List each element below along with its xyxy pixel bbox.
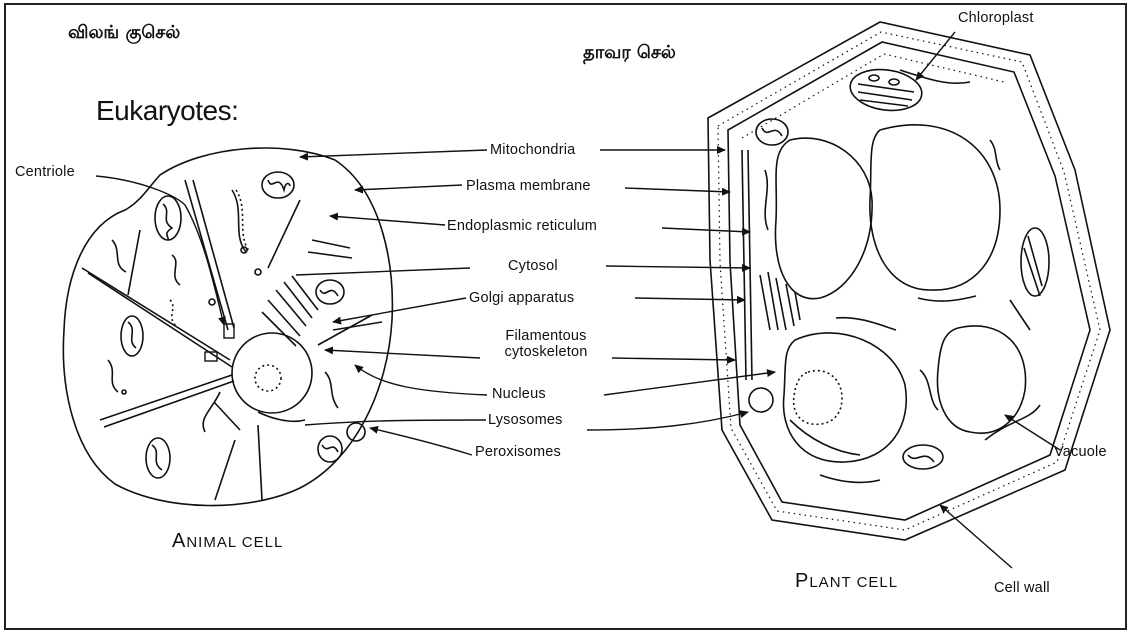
label-cytosol: Cytosol [508,258,558,274]
label-endoplasmic-reticulum: Endoplasmic reticulum [447,218,597,234]
plant-nucleus [794,371,842,425]
plant-golgi [760,272,800,330]
plant-cell-caption: PLANT CELL [795,570,898,593]
label-centriole: Centriole [15,164,75,180]
label-cell-wall: Cell wall [994,580,1050,596]
animal-peroxisome [347,423,365,441]
label-filamentous-line1: Filamentous [476,328,616,344]
label-filamentous-line2: cytoskeleton [476,344,616,360]
plant-chloroplast [848,65,1049,296]
plant-cell [708,22,1110,540]
label-peroxisomes: Peroxisomes [475,444,561,460]
label-chloroplast: Chloroplast [958,10,1034,26]
plant-vacuoles [775,125,1025,462]
animal-caption-initial: A [172,530,186,552]
animal-caption-rest: NIMAL CELL [186,534,283,551]
eukaryotes-heading: Eukaryotes: [96,95,238,127]
animal-cell-tamil-title: விலங் குசெல் [68,22,180,45]
label-filamentous-cytoskeleton: Filamentous cytoskeleton [476,328,616,360]
animal-nucleus [232,333,312,413]
animal-centriole [224,324,234,338]
animal-cell [63,148,392,506]
animal-cell-caption: ANIMAL CELL [172,530,283,553]
label-nucleus: Nucleus [492,386,546,402]
plant-caption-initial: P [795,570,809,592]
label-mitochondria: Mitochondria [490,142,575,158]
label-lysosomes: Lysosomes [488,412,563,428]
label-golgi-apparatus: Golgi apparatus [469,290,574,306]
cytoskeleton-filament [82,268,230,360]
plant-cell-tamil-title: தாவர செல் [583,42,676,65]
leader-lines [96,32,1060,568]
label-plasma-membrane: Plasma membrane [466,178,591,194]
animal-golgi [262,276,318,346]
label-vacuole: Vacuole [1054,444,1107,460]
plant-caption-rest: LANT CELL [809,574,898,591]
plant-lysosome [749,388,773,412]
